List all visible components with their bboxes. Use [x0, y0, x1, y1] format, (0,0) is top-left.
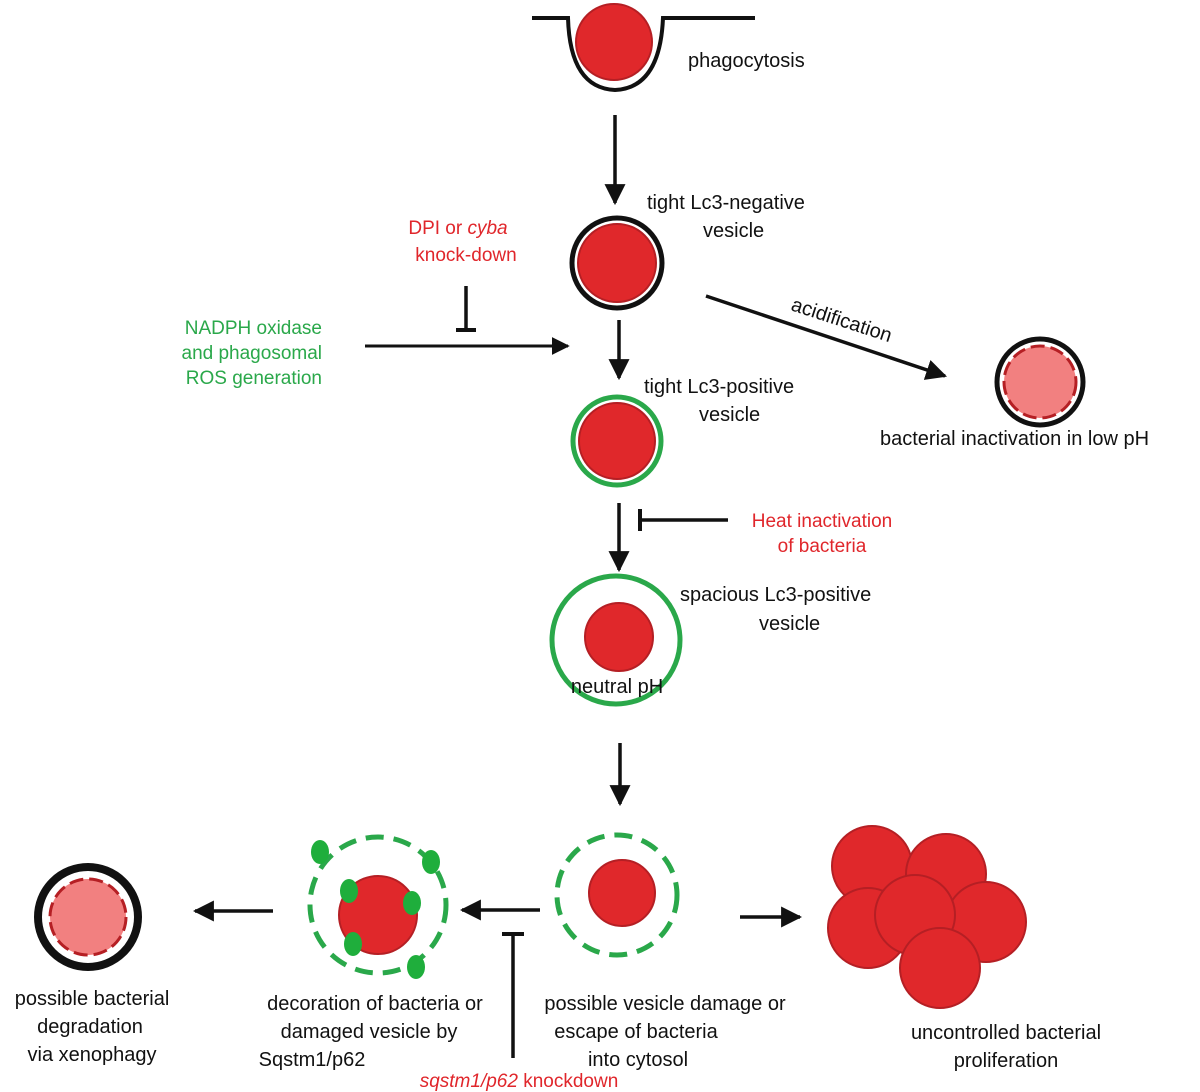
bacterium-degrading — [48, 877, 128, 957]
label-tight-negative-2: vesicle — [703, 220, 764, 242]
label-tight-positive-2: vesicle — [699, 404, 760, 426]
arrow-acidification — [705, 294, 947, 380]
label-spacious-2: vesicle — [759, 613, 820, 635]
label-decor-2: damaged vesicle by — [281, 1021, 458, 1043]
label-dpi: DPI or cyba — [408, 218, 507, 239]
label-degrad-3: via xenophagy — [28, 1044, 157, 1066]
label-degrad-1: possible bacterial — [15, 988, 170, 1010]
label-phagocytosis: phagocytosis — [688, 50, 805, 72]
label-knockdown: knock-down — [415, 245, 516, 266]
phagocytosis-stage: phagocytosis — [532, 3, 805, 93]
dpi-cyba-inhibitor: DPI or cyba knock-down — [408, 218, 517, 332]
damaged-vesicle: possible vesicle damage or escape of bac… — [544, 832, 786, 1071]
xenophagy-degradation: possible bacterial degradation via xenop… — [15, 863, 170, 1066]
label-prolif-1: uncontrolled bacterial — [911, 1022, 1101, 1044]
heat-inactivation-inhibitor: Heat inactivation of bacteria — [638, 509, 892, 557]
label-heat-2: of bacteria — [778, 536, 867, 557]
p62-dot-4 — [403, 891, 421, 915]
label-decor-1: decoration of bacteria or — [267, 993, 483, 1015]
label-heat-1: Heat inactivation — [752, 511, 892, 532]
bacterium-escaping — [588, 859, 656, 927]
nadph-oxidase-input: NADPH oxidase and phagosomal ROS generat… — [182, 318, 570, 389]
label-cyba: cyba — [467, 218, 507, 239]
label-tight-positive-1: tight Lc3-positive — [644, 376, 794, 398]
label-p62-knockdown: sqstm1/p62 knockdown — [420, 1071, 619, 1092]
label-acidification: acidification — [788, 294, 894, 347]
bacterium-tight-positive — [578, 402, 656, 480]
p62-dot-6 — [407, 955, 425, 979]
p62-knockdown-inhibitor: sqstm1/p62 knockdown — [420, 932, 619, 1092]
bacterium-cluster-6 — [899, 927, 981, 1009]
p62-decorated-vesicle: decoration of bacteria or damaged vesicl… — [259, 834, 483, 1071]
bacterial-proliferation-cluster: uncontrolled bacterial proliferation — [827, 825, 1101, 1072]
label-damage-3: into cytosol — [588, 1049, 688, 1071]
p62-markers — [311, 840, 440, 979]
bacterium-tight-negative — [577, 223, 657, 303]
label-tight-negative-1: tight Lc3-negative — [647, 192, 805, 214]
acidification-branch: acidification bacterial inactivation in … — [705, 294, 1149, 450]
label-knockdown-text: knockdown — [518, 1071, 618, 1092]
label-sqstm1-gene: sqstm1/p62 — [420, 1071, 519, 1092]
label-damage-2: escape of bacteria — [554, 1021, 718, 1043]
label-prolif-2: proliferation — [954, 1050, 1059, 1072]
tight-lc3-positive-vesicle: tight Lc3-positive vesicle — [570, 376, 794, 488]
phagocytic-cup — [532, 16, 755, 93]
bacterium-spacious — [584, 602, 654, 672]
bacterium-phagocytosis — [575, 3, 653, 81]
label-spacious-1: spacious Lc3-positive — [680, 584, 871, 606]
bacterium-decorated — [338, 875, 418, 955]
tight-lc3-negative-vesicle: tight Lc3-negative vesicle — [569, 192, 805, 311]
label-nadph-3: ROS generation — [186, 368, 322, 389]
label-decor-3: Sqstm1/p62 — [259, 1049, 366, 1071]
label-nadph-2: and phagosomal — [182, 343, 323, 364]
p62-dot-2 — [422, 850, 440, 874]
label-neutral-ph: neutral pH — [571, 676, 663, 698]
p62-dot-1 — [311, 840, 329, 864]
label-nadph-1: NADPH oxidase — [185, 318, 322, 339]
spacious-lc3-positive-vesicle: spacious Lc3-positive vesicle neutral pH — [549, 573, 871, 707]
p62-dot-5 — [344, 932, 362, 956]
label-damage-1: possible vesicle damage or — [544, 993, 786, 1015]
label-degrad-2: degradation — [37, 1016, 143, 1038]
bacterium-inactivated — [1002, 344, 1078, 420]
label-low-ph: bacterial inactivation in low pH — [880, 428, 1149, 450]
label-dpi-text: DPI or — [408, 218, 467, 239]
p62-dot-3 — [340, 879, 358, 903]
